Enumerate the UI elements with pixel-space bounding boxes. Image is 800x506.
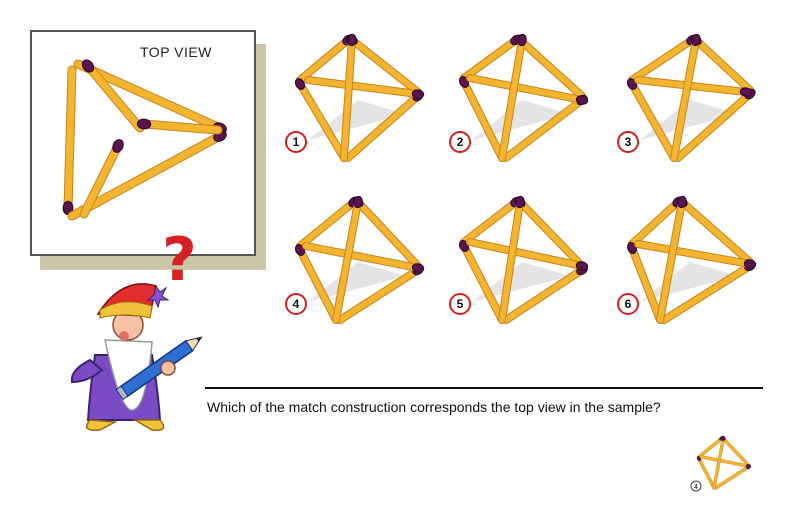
- option-number-circle: [449, 293, 471, 315]
- match-head: [136, 118, 152, 130]
- match-head: [691, 33, 701, 47]
- option-number-circle: [285, 131, 307, 153]
- answer-thumbnail: 4: [690, 435, 752, 492]
- option-number-circle: [449, 131, 471, 153]
- wizard-with-pencil-icon: [70, 283, 203, 432]
- match-stick: [294, 78, 348, 162]
- option-shadow: [308, 262, 406, 302]
- option-6: 6: [617, 195, 757, 324]
- match-stick: [136, 118, 223, 135]
- match-stick: [626, 78, 678, 162]
- match-stick: [79, 139, 124, 219]
- match-stick: [81, 59, 145, 133]
- match-stick: [332, 195, 363, 324]
- match-stick: [466, 74, 589, 105]
- answer-number-circle: [690, 480, 702, 492]
- option-number: 6: [625, 297, 632, 311]
- option-number: 5: [457, 297, 464, 311]
- match-stick: [634, 240, 757, 269]
- match-stick: [304, 76, 425, 99]
- match-stick: [714, 464, 751, 490]
- option-2: 2: [449, 33, 589, 162]
- option-number: 1: [293, 135, 300, 149]
- question-mark-icon: ?: [162, 225, 197, 295]
- answer-number: 4: [694, 484, 698, 491]
- answer-construction: [696, 435, 752, 490]
- match-stick: [302, 242, 425, 273]
- match-stick: [699, 455, 752, 469]
- match-head: [721, 435, 726, 441]
- question-divider: [205, 387, 763, 389]
- match-stick: [656, 195, 687, 324]
- match-head: [112, 139, 124, 153]
- match-stick: [340, 33, 357, 162]
- match-head: [575, 261, 589, 271]
- match-head: [353, 195, 363, 209]
- match-stick: [670, 33, 701, 162]
- match-head: [677, 195, 687, 209]
- question-mark-text: ?: [162, 225, 197, 295]
- match-head: [575, 95, 589, 105]
- match-head: [411, 89, 425, 99]
- match-stick: [498, 33, 527, 162]
- match-stick: [62, 65, 77, 216]
- match-head: [294, 78, 306, 90]
- match-head: [515, 195, 525, 209]
- match-stick: [634, 76, 753, 97]
- option-number-circle: [285, 293, 307, 315]
- option-number-circle: [617, 131, 639, 153]
- option-5: 5: [449, 195, 589, 324]
- option-shadow: [472, 262, 570, 302]
- match-head: [411, 263, 425, 273]
- match-head: [81, 59, 95, 73]
- match-head: [347, 33, 357, 47]
- option-shadow: [640, 100, 738, 140]
- match-head: [743, 259, 757, 269]
- question-text: Which of the match construction correspo…: [207, 399, 661, 415]
- match-stick: [466, 238, 589, 271]
- option-1: 1: [285, 33, 425, 162]
- match-head: [517, 33, 527, 47]
- match-stick: [498, 195, 525, 324]
- option-shadow: [472, 100, 570, 140]
- option-number-circle: [617, 293, 639, 315]
- match-stick: [696, 456, 716, 490]
- option-number: 3: [625, 135, 632, 149]
- option-shadow: [308, 100, 406, 140]
- option-3: 3: [617, 33, 756, 162]
- match-stick: [712, 435, 726, 490]
- option-4: 4: [285, 195, 425, 324]
- option-number: 2: [457, 135, 464, 149]
- sample-title: TOP VIEW: [140, 44, 212, 60]
- match-head: [745, 464, 752, 469]
- option-number: 4: [293, 297, 300, 311]
- match-head: [739, 87, 753, 97]
